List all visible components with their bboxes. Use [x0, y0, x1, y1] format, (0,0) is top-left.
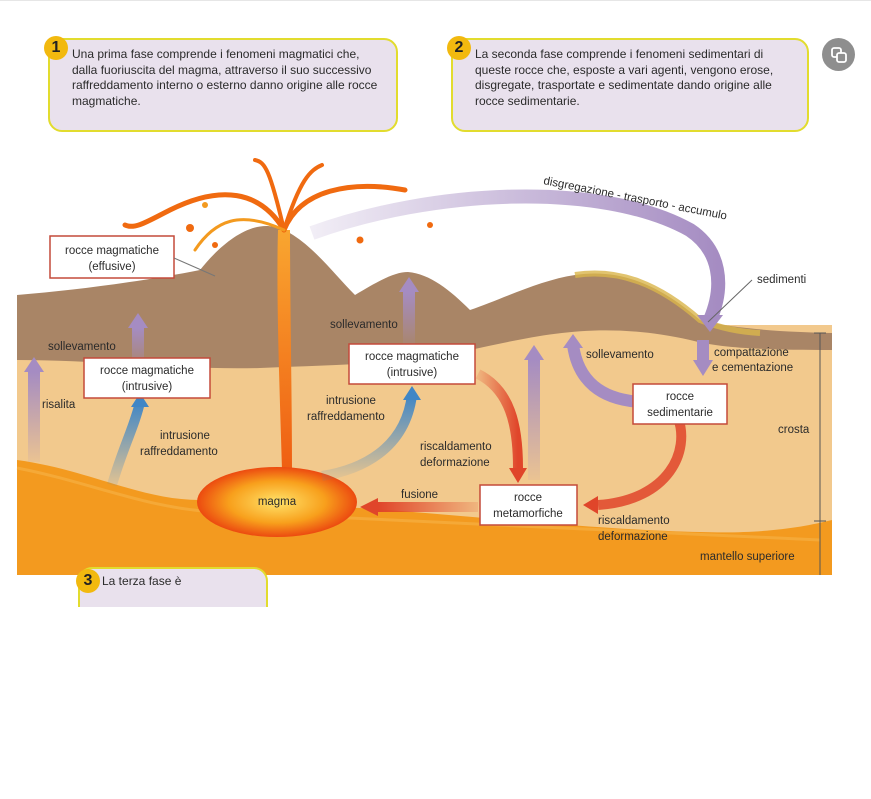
svg-text:rocce: rocce	[514, 492, 542, 504]
svg-text:(intrusive): (intrusive)	[122, 381, 173, 393]
compaction-label-2: e cementazione	[712, 362, 793, 374]
sediments-label: sedimenti	[757, 274, 806, 286]
volcano-eruption	[122, 158, 433, 470]
transport-arrow	[309, 189, 726, 332]
phase-1-note: 1 Una prima fase comprende i fenomeni ma…	[44, 36, 398, 132]
uplift-center-label: sollevamento	[330, 319, 398, 331]
box-intrusive-center: rocce magmatiche (intrusive)	[348, 343, 476, 385]
intrusion-center-label-1: intrusione	[326, 395, 376, 407]
heating-center-label-2: deformazione	[420, 457, 490, 469]
svg-text:metamorfiche: metamorfiche	[493, 508, 563, 520]
sediments-pointer	[707, 279, 753, 323]
box-sedimentary: rocce sedimentarie	[632, 383, 728, 425]
crust-bracket	[814, 332, 826, 575]
heating-center-label-1: riscaldamento	[420, 441, 492, 453]
phase-1-badge: 1	[44, 36, 68, 60]
phase-3-text: La terza fase è	[102, 574, 182, 588]
copy-icon	[830, 46, 847, 63]
crust-label: crosta	[778, 424, 810, 436]
metamorphism-arrows	[360, 369, 687, 516]
svg-text:(effusive): (effusive)	[88, 261, 135, 273]
svg-text:rocce magmatiche: rocce magmatiche	[365, 351, 459, 363]
intrusion-left-label-2: raffreddamento	[140, 446, 218, 458]
uplift-right-label: sollevamento	[586, 349, 654, 361]
phase-3-note: 3 La terza fase è	[76, 567, 268, 607]
rise-label: risalita	[42, 399, 76, 411]
top-divider	[0, 0, 871, 1]
svg-text:sedimentarie: sedimentarie	[647, 407, 713, 419]
svg-text:rocce magmatiche: rocce magmatiche	[100, 365, 194, 377]
phase-2-badge: 2	[447, 36, 471, 60]
box-intrusive-left: rocce magmatiche (intrusive)	[83, 357, 211, 399]
compaction-label-1: compattazione	[714, 347, 789, 359]
intrusion-arrows	[107, 386, 421, 487]
phase-3-badge: 3	[76, 569, 100, 593]
box-metamorphic: rocce metamorfiche	[479, 484, 578, 526]
box-effusive: rocce magmatiche (effusive)	[49, 235, 175, 279]
uplift-arrows	[24, 277, 713, 480]
effusive-pointer	[173, 257, 216, 277]
mantle-label: mantello superiore	[700, 551, 795, 563]
intrusion-left-label-1: intrusione	[160, 430, 210, 442]
uplift-left-label: sollevamento	[48, 341, 116, 353]
melting-label: fusione	[401, 489, 438, 501]
phase-2-text: La seconda fase comprende i fenomeni sed…	[475, 47, 774, 108]
copy-button[interactable]	[822, 38, 855, 71]
svg-text:rocce magmatiche: rocce magmatiche	[65, 245, 159, 257]
heating-right-label-2: deformazione	[598, 531, 668, 543]
svg-text:rocce: rocce	[666, 391, 694, 403]
mountains	[17, 225, 832, 369]
magma-label: magma	[258, 496, 297, 508]
rock-cycle-diagram: rocce magmatiche (effusive) rocce magmat…	[16, 158, 832, 575]
heating-right-label-1: riscaldamento	[598, 515, 670, 527]
phase-2-note: 2 La seconda fase comprende i fenomeni s…	[447, 36, 809, 132]
phase-1-text: Una prima fase comprende i fenomeni magm…	[72, 47, 378, 108]
svg-text:(intrusive): (intrusive)	[387, 367, 438, 379]
intrusion-center-label-2: raffreddamento	[307, 411, 385, 423]
magma-chamber	[197, 467, 357, 537]
